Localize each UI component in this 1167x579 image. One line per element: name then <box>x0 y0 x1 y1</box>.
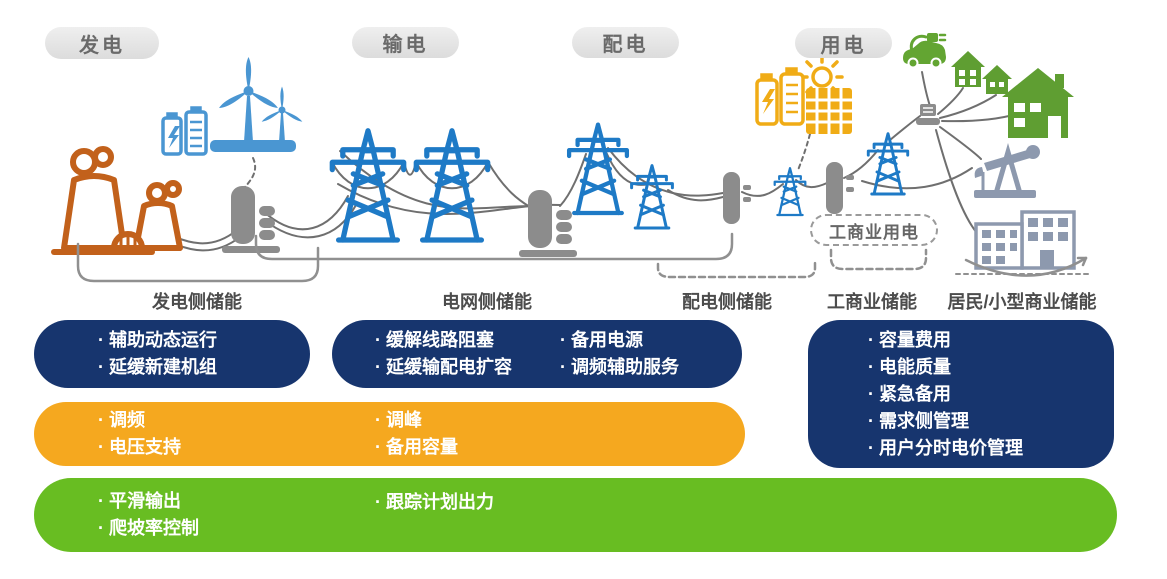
solar-panel-icon <box>806 88 852 134</box>
green-house-icon <box>951 51 1012 94</box>
industrial-commercial-consumption-box: 工商业用电 <box>810 214 938 246</box>
application-item: · 平滑输出 <box>98 491 181 511</box>
ancillary-services-box: · 调频 · 电压支持 · 调峰 · 备用容量 <box>34 402 745 466</box>
application-item: · 容量费用 <box>868 329 951 350</box>
application-item: · 辅助动态运行 <box>98 330 217 350</box>
application-item: · 电压支持 <box>98 437 181 457</box>
application-item: · 备用电源 <box>560 330 643 350</box>
application-item: · 电能质量 <box>868 356 951 377</box>
application-item: · 缓解线路阻塞 <box>375 330 494 350</box>
section-brackets <box>76 232 1093 283</box>
distribution-tower-icon <box>630 164 674 230</box>
transmission-tower-icon <box>416 131 487 240</box>
application-item: · 调频 <box>98 410 145 430</box>
application-item: · 紧急备用 <box>868 383 951 404</box>
distribution-tower-icon <box>569 125 627 213</box>
distribution-storage-icon <box>723 172 751 224</box>
commercial-storage-icon <box>826 162 854 214</box>
user-applications-box: · 容量费用 · 电能质量 · 紧急备用 · 需求侧管理 · 用户分时电价管理 <box>808 320 1114 468</box>
stage-pill-distribution: 配电 <box>572 27 679 58</box>
oil-pump-icon <box>974 143 1040 198</box>
renewable-output-box: · 平滑输出 · 爬坡率控制 · 跟踪计划出力 <box>34 478 1117 552</box>
label-commercial-storage: 工商业储能 <box>827 292 917 312</box>
label-distribution-side-storage: 配电侧储能 <box>682 292 772 312</box>
meter-icon <box>916 104 940 125</box>
distribution-tower-icon <box>773 167 807 217</box>
blue-battery-icon <box>161 106 208 156</box>
application-item: · 调频辅助服务 <box>560 357 679 377</box>
label-grid-side-storage: 电网侧储能 <box>442 292 532 312</box>
wind-turbine-icon <box>210 57 303 152</box>
application-item: · 爬坡率控制 <box>98 518 199 538</box>
large-house-icon <box>1002 68 1074 138</box>
commercial-buildings-icon <box>974 210 1076 270</box>
label-generation-side-storage: 发电侧储能 <box>152 292 242 312</box>
stage-pill-generation: 发电 <box>45 27 159 59</box>
grid-applications-box: · 缓解线路阻塞 · 延缓输配电扩容 · 备用电源 · 调频辅助服务 <box>332 320 742 388</box>
stage-pill-consumption: 用电 <box>795 28 892 58</box>
generation-applications-box: · 辅助动态运行 · 延缓新建机组 <box>34 320 310 388</box>
label-residential-storage: 居民/小型商业储能 <box>947 292 1097 312</box>
application-item: · 跟踪计划出力 <box>375 492 494 512</box>
application-item: · 调峰 <box>375 410 422 430</box>
application-item: · 需求侧管理 <box>868 410 969 431</box>
application-item: · 用户分时电价管理 <box>868 437 1023 458</box>
ev-car-icon <box>903 33 947 69</box>
application-item: · 延缓输配电扩容 <box>375 357 512 377</box>
yellow-battery-icon <box>755 67 805 126</box>
stage-pill-transmission: 输电 <box>352 27 459 58</box>
application-item: · 延缓新建机组 <box>98 357 217 377</box>
application-item: · 备用容量 <box>375 437 458 457</box>
power-plant-icon <box>51 146 183 255</box>
grid-storage-icon <box>519 190 577 257</box>
